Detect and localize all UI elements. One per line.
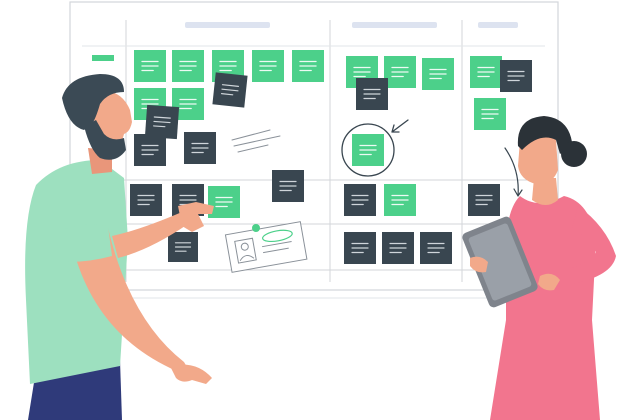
man-raised-arm (112, 212, 188, 258)
sticky-note-icon (356, 78, 388, 110)
sticky-note-icon (382, 232, 414, 264)
profile-card-icon (224, 221, 308, 273)
woman-hand (470, 256, 488, 273)
row-marker (92, 55, 114, 61)
sticky-note-icon (384, 184, 416, 216)
sticky-note-icon (344, 232, 376, 264)
sticky-note-icon (144, 104, 180, 140)
sticky-note-icon (474, 98, 506, 130)
man-figure (25, 74, 214, 420)
woman-arm (566, 206, 616, 284)
sticky-note-icon (172, 50, 204, 82)
sticky-note-icon (168, 232, 198, 262)
man-beard (84, 120, 126, 160)
sticky-note-icon (384, 56, 416, 88)
tablet-icon (462, 216, 538, 308)
woman-hair-bun (561, 141, 587, 167)
man-raised-hand (178, 202, 214, 232)
sticky-note-icon (252, 50, 284, 82)
man-hand (170, 364, 212, 384)
column-heading (185, 22, 270, 28)
woman-hair (517, 116, 572, 154)
woman-face (518, 133, 558, 185)
sticky-note-icon (134, 134, 166, 166)
sticky-note-icon (130, 184, 162, 216)
column-heading (352, 22, 437, 28)
highlight-circle-icon (341, 123, 395, 177)
sticky-note-icon (352, 134, 384, 166)
man-hair (62, 74, 124, 130)
sticky-note-icon (344, 184, 376, 216)
sticky-note-icon (468, 184, 500, 216)
sticky-note-icon (420, 232, 452, 264)
sticky-note-icon (208, 186, 240, 218)
woman-hand (538, 273, 560, 291)
man-sleeve (62, 224, 112, 262)
sticky-note-icon (134, 50, 166, 82)
man-arm (70, 228, 190, 374)
sticky-note-icon (500, 60, 532, 92)
pin-icon (252, 224, 260, 232)
sticky-note-icon (272, 170, 304, 202)
column-heading (478, 22, 518, 28)
woman-neck (532, 178, 558, 205)
man-shirt (25, 160, 128, 384)
woman-figure (462, 116, 616, 420)
sticky-note-icon (212, 72, 248, 108)
curved-arrow-icon (504, 147, 523, 197)
annotation-marks (224, 119, 523, 273)
scribble-lines (231, 129, 281, 153)
arrow-icon (391, 119, 409, 133)
sticky-note-icon (292, 50, 324, 82)
sticky-note-icon (184, 132, 216, 164)
sticky-notes (130, 50, 532, 264)
sticky-note-icon (422, 58, 454, 90)
sticky-note-icon (470, 56, 502, 88)
